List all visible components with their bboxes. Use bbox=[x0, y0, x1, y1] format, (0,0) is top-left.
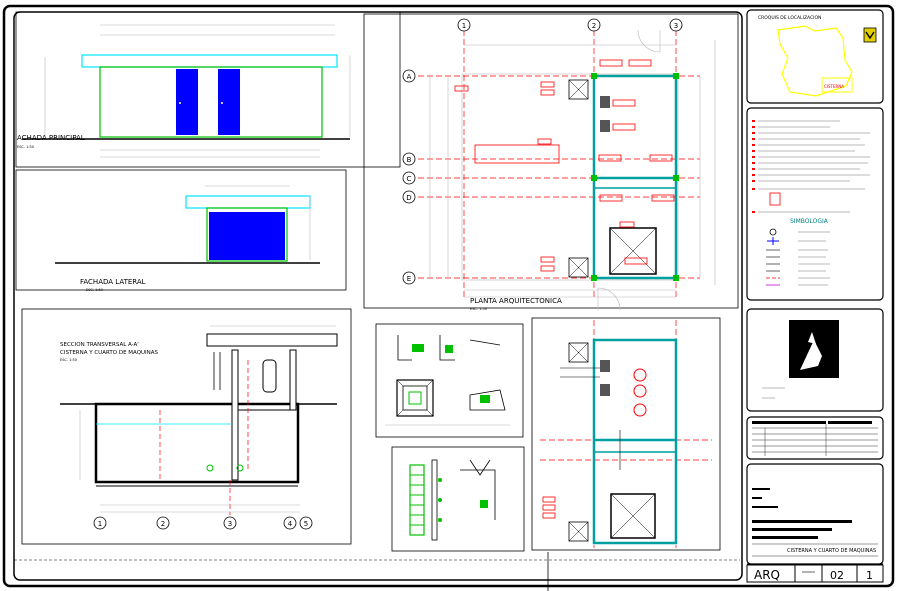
pump bbox=[600, 120, 610, 132]
view-scale: ESC. 1:50 bbox=[86, 288, 103, 292]
fachada-lateral-view: FACHADA LATERAL ESC. 1:50 bbox=[15, 169, 347, 292]
manhole bbox=[568, 257, 589, 278]
door-left bbox=[176, 69, 198, 135]
sheet-number: 02 bbox=[830, 569, 844, 582]
view-frame bbox=[531, 317, 721, 551]
view-scale: ESC. 1:50 bbox=[470, 307, 487, 311]
pump bbox=[600, 96, 610, 108]
roof-slab bbox=[206, 333, 338, 347]
pump bbox=[600, 384, 610, 396]
side-wall-fill bbox=[209, 212, 285, 260]
seccion-view: 1 2 3 4 5 SECCION TRANSVERSAL A-A' CISTE… bbox=[21, 308, 352, 545]
building-walls bbox=[592, 338, 678, 545]
manhole bbox=[610, 493, 656, 539]
view-title: FACHADA LATERAL bbox=[80, 278, 146, 286]
grid-row-c: C bbox=[407, 175, 412, 183]
planta-view: 1 2 3 A B C D E bbox=[363, 13, 739, 311]
grid-row-d: D bbox=[406, 194, 411, 202]
view-frame bbox=[375, 323, 524, 438]
info-table bbox=[746, 416, 884, 460]
column bbox=[673, 275, 679, 281]
fachada-principal-view: ACHADA PRINCIPAL ESC. 1:50 bbox=[15, 11, 401, 168]
column bbox=[591, 275, 597, 281]
section-axis-5: 5 bbox=[304, 520, 308, 528]
location-title: CROQUIS DE LOCALIZACION bbox=[758, 15, 821, 21]
location-frame bbox=[746, 9, 884, 104]
simbologia-heading: SIMBOLOGIA bbox=[790, 218, 829, 225]
section-axis-4: 4 bbox=[288, 520, 293, 528]
outer-frame bbox=[2, 4, 895, 588]
hydro-tank bbox=[262, 359, 277, 393]
grid-column-3: 3 bbox=[674, 22, 678, 30]
view-scale: ESC. 1:50 bbox=[17, 145, 34, 149]
north-arrow bbox=[863, 27, 877, 43]
machine-room-wall bbox=[231, 349, 239, 481]
grid-row-e: E bbox=[407, 275, 411, 283]
manhole bbox=[568, 79, 589, 100]
equipment-marker bbox=[633, 403, 647, 417]
grid-column-2: 2 bbox=[592, 22, 596, 30]
project-title: CISTERNA Y CUARTO DE MAQUINAS bbox=[787, 548, 876, 554]
logo-frame bbox=[746, 308, 884, 412]
location-label: CISTERNA bbox=[824, 84, 844, 89]
manhole bbox=[568, 521, 589, 542]
pump bbox=[600, 360, 610, 372]
front-wall bbox=[99, 66, 323, 138]
red-tags bbox=[454, 59, 675, 272]
notes-frame bbox=[746, 107, 884, 301]
grid-row-b: B bbox=[407, 156, 412, 164]
legend-symbols bbox=[766, 228, 780, 286]
equipment-marker bbox=[633, 368, 647, 382]
cistern-tank bbox=[94, 402, 300, 484]
location-site-outline bbox=[777, 25, 853, 97]
view-frame bbox=[363, 13, 739, 309]
equipment-marker bbox=[633, 384, 647, 398]
sheet-total: 1 bbox=[866, 569, 873, 582]
drawing-area-frame bbox=[13, 11, 743, 581]
notes-list bbox=[752, 120, 755, 213]
view-frame bbox=[15, 11, 401, 168]
door-right bbox=[218, 69, 240, 135]
view-title: ACHADA PRINCIPAL bbox=[17, 134, 85, 142]
roof-slab bbox=[81, 54, 338, 68]
detail-view-ladder bbox=[391, 446, 525, 552]
column bbox=[591, 175, 597, 181]
view-scale: ESC. 1:50 bbox=[60, 358, 77, 362]
sheet-code-strip bbox=[746, 564, 884, 583]
roof-slab bbox=[185, 195, 311, 209]
view-title: SECCION TRANSVERSAL A-A' bbox=[60, 342, 139, 348]
side-wall bbox=[206, 207, 288, 262]
sheet-code: ARQ bbox=[754, 568, 780, 582]
machine-room-wall bbox=[289, 349, 297, 411]
view-frame bbox=[15, 169, 347, 291]
detail-view-manhole bbox=[375, 323, 524, 438]
column bbox=[673, 175, 679, 181]
view-title: PLANTA ARQUITECTONICA bbox=[470, 297, 562, 305]
column bbox=[673, 73, 679, 79]
view-frame bbox=[21, 308, 352, 545]
view-subtitle: CISTERNA Y CUARTO DE MAQUINAS bbox=[60, 350, 159, 356]
column bbox=[591, 73, 597, 79]
manhole bbox=[609, 227, 657, 275]
title-panel: CROQUIS DE LOCALIZACION CISTERNA SIMBO bbox=[746, 9, 884, 583]
section-axis-2: 2 bbox=[161, 520, 165, 528]
grid-row-a: A bbox=[407, 73, 412, 81]
grid-column-1: 1 bbox=[462, 22, 466, 30]
section-axis-3: 3 bbox=[228, 520, 232, 528]
manhole bbox=[568, 342, 589, 363]
view-frame bbox=[391, 446, 525, 552]
section-axis-1: 1 bbox=[98, 520, 102, 528]
installations-plan-view bbox=[531, 317, 721, 591]
